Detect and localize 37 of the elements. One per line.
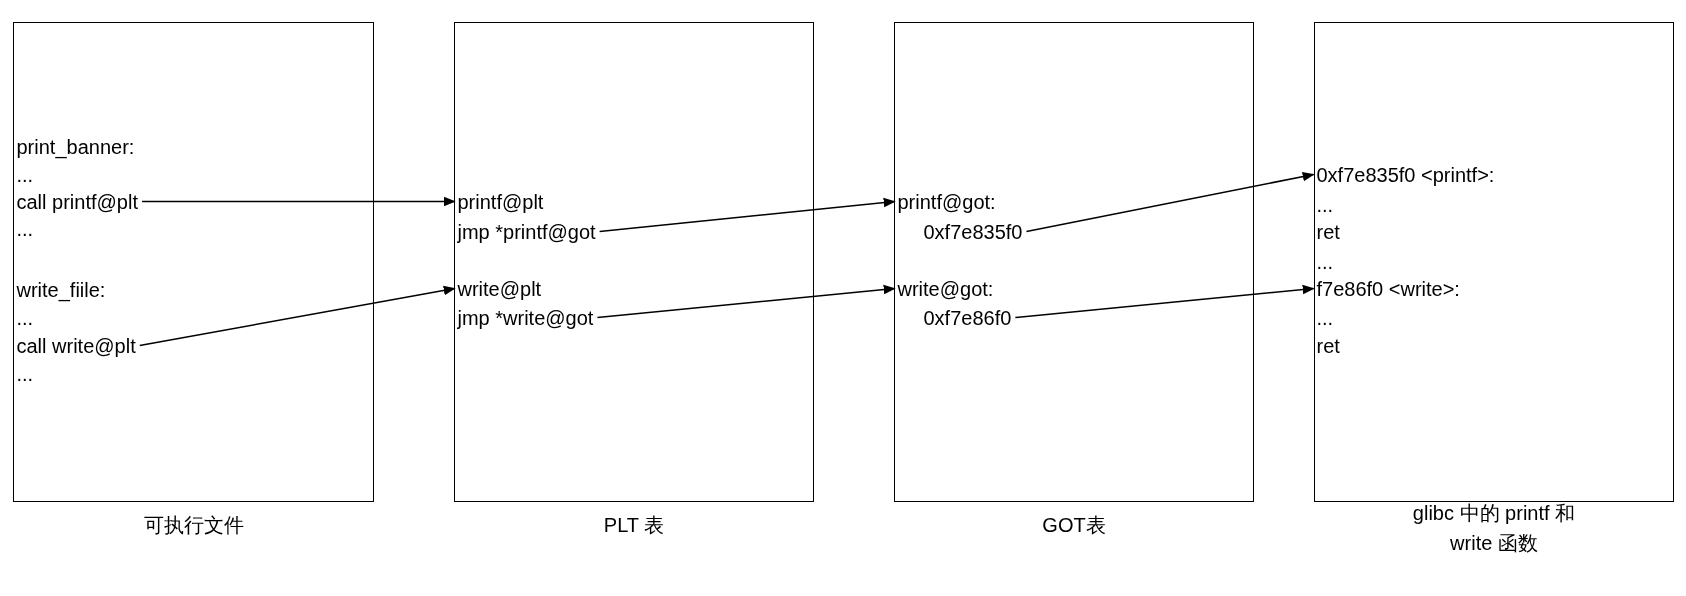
- code-line: 0xf7e835f0: [923, 219, 1023, 244]
- code-line: ...: [16, 216, 34, 241]
- code-line: ...: [16, 361, 34, 386]
- code-line: f7e86f0 <write>:: [1316, 276, 1460, 301]
- code-line: 0xf7e835f0 <printf>:: [1316, 162, 1495, 187]
- memory-table-box: [1314, 22, 1674, 502]
- arrow: [598, 197, 896, 233]
- code-line: ...: [16, 305, 34, 330]
- code-line: ...: [1316, 249, 1334, 274]
- code-line: printf@plt: [457, 189, 544, 214]
- code-line: call write@plt: [16, 333, 136, 358]
- arrow: [1025, 171, 1315, 233]
- memory-table-box: [454, 22, 814, 502]
- code-line: write@got:: [897, 276, 994, 301]
- box-caption: 可执行文件: [142, 513, 245, 538]
- code-line: ...: [1316, 305, 1334, 330]
- code-line: ret: [1316, 219, 1340, 244]
- code-line: printf@got:: [897, 189, 996, 214]
- memory-table-box: [13, 22, 374, 502]
- code-line: print_banner:: [16, 134, 135, 159]
- code-line: write@plt: [457, 276, 542, 301]
- arrow: [138, 285, 456, 347]
- code-line: jmp *write@got: [457, 305, 594, 330]
- code-line: ret: [1316, 333, 1340, 358]
- box-caption: PLT 表: [602, 513, 666, 538]
- code-line: write_fiile:: [16, 277, 106, 302]
- code-line: 0xf7e86f0: [923, 305, 1012, 330]
- memory-table-box: [894, 22, 1254, 502]
- arrow: [141, 196, 456, 207]
- code-line: jmp *printf@got: [457, 219, 596, 244]
- code-line: ...: [16, 162, 34, 187]
- code-line: call printf@plt: [16, 189, 138, 214]
- code-line: ...: [1316, 192, 1334, 217]
- arrow: [1014, 284, 1315, 319]
- arrow: [596, 284, 896, 319]
- box-caption: glibc 中的 printf 和 write 函数: [1411, 501, 1577, 556]
- box-caption: GOT表: [1041, 513, 1107, 538]
